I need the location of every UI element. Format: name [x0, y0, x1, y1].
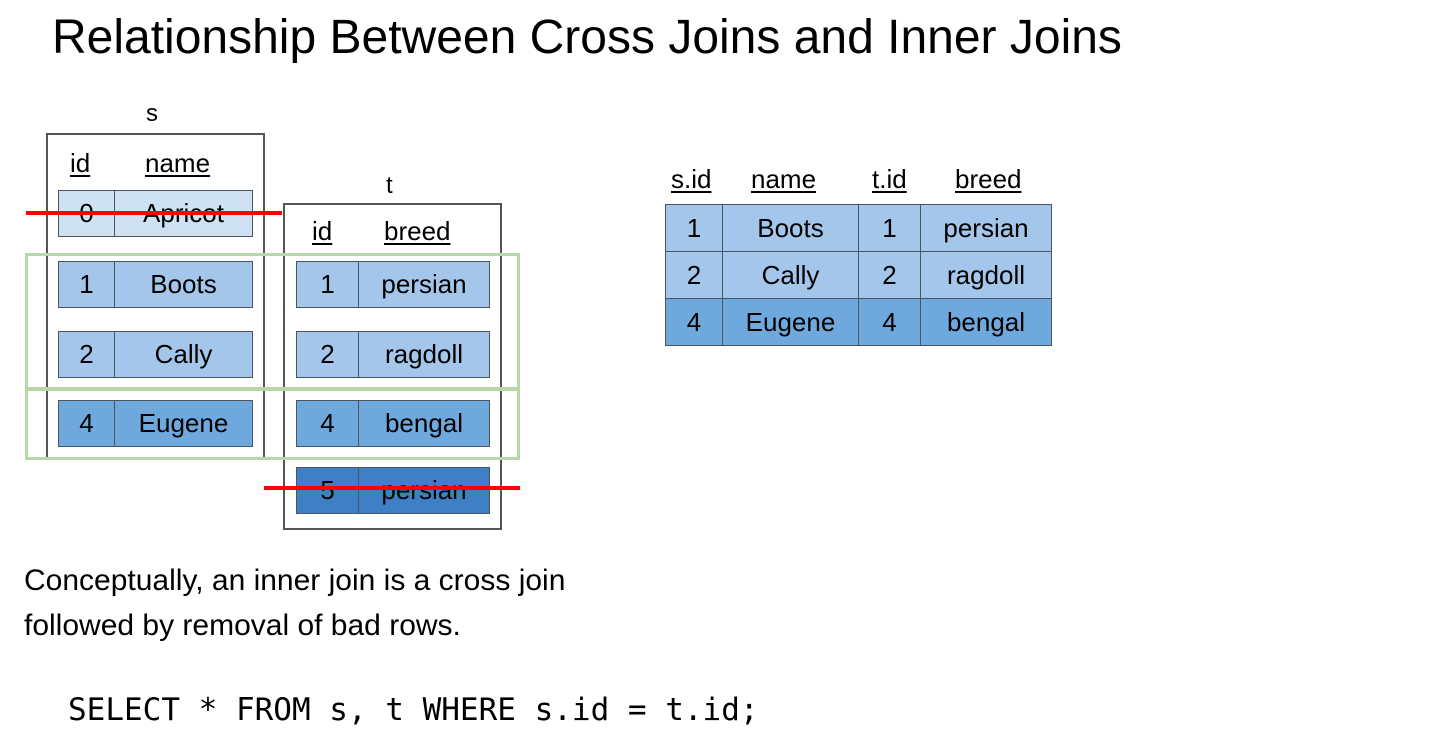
caption-text: Conceptually, an inner join is a cross j…: [24, 564, 566, 642]
table-t-row-2-id: 4: [296, 400, 359, 447]
table-s-header-name: name: [145, 148, 211, 178]
strike-line-apricot: [26, 211, 282, 215]
table-t-row-3-breed: persian: [358, 467, 490, 514]
table-s-row-3-name: Eugene: [114, 400, 253, 447]
result-row-0-name: Boots: [722, 204, 859, 252]
table-t-name: t: [386, 172, 393, 199]
table-t-row-0-breed: persian: [358, 261, 490, 308]
result-header-breed: breed: [955, 164, 1022, 194]
strike-line-persian-5: [264, 486, 520, 490]
table-t-header-id: id: [312, 216, 333, 246]
result-header-s-id: s.id: [671, 164, 712, 194]
table-t-row-3-id: 5: [296, 467, 359, 514]
result-header-name: name: [751, 164, 817, 194]
table-t-row-0-id: 1: [296, 261, 359, 308]
result-row-1-t-id: 2: [858, 251, 921, 299]
result-row-0-breed: persian: [920, 204, 1052, 252]
table-t-frame: [283, 203, 502, 530]
result-row-1-name: Cally: [722, 251, 859, 299]
result-row-0-t-id: 1: [858, 204, 921, 252]
table-s-row-2-id: 2: [58, 331, 115, 378]
table-s-header-id: id: [70, 148, 91, 178]
result-row-1-breed: ragdoll: [920, 251, 1052, 299]
result-row-0-s-id: 1: [665, 204, 723, 252]
table-t-row-1-breed: ragdoll: [358, 331, 490, 378]
table-s-name: s: [146, 100, 158, 127]
table-t-row-2-breed: bengal: [358, 400, 490, 447]
match-highlight-row-4: [25, 388, 520, 460]
table-t-row-1-id: 2: [296, 331, 359, 378]
table-s-row-1-name: Boots: [114, 261, 253, 308]
result-row-2-name: Eugene: [722, 298, 859, 346]
result-row-2-breed: bengal: [920, 298, 1052, 346]
sql-query: SELECT * FROM s, t WHERE s.id = t.id;: [68, 692, 759, 728]
table-t-header-breed: breed: [384, 216, 451, 246]
slide-title: Relationship Between Cross Joins and Inn…: [52, 11, 1122, 64]
table-s-row-2-name: Cally: [114, 331, 253, 378]
result-row-2-s-id: 4: [665, 298, 723, 346]
result-row-1-s-id: 2: [665, 251, 723, 299]
match-highlight-rows-1-2: [25, 253, 520, 390]
result-row-2-t-id: 4: [858, 298, 921, 346]
result-header-t-id: t.id: [872, 164, 907, 194]
